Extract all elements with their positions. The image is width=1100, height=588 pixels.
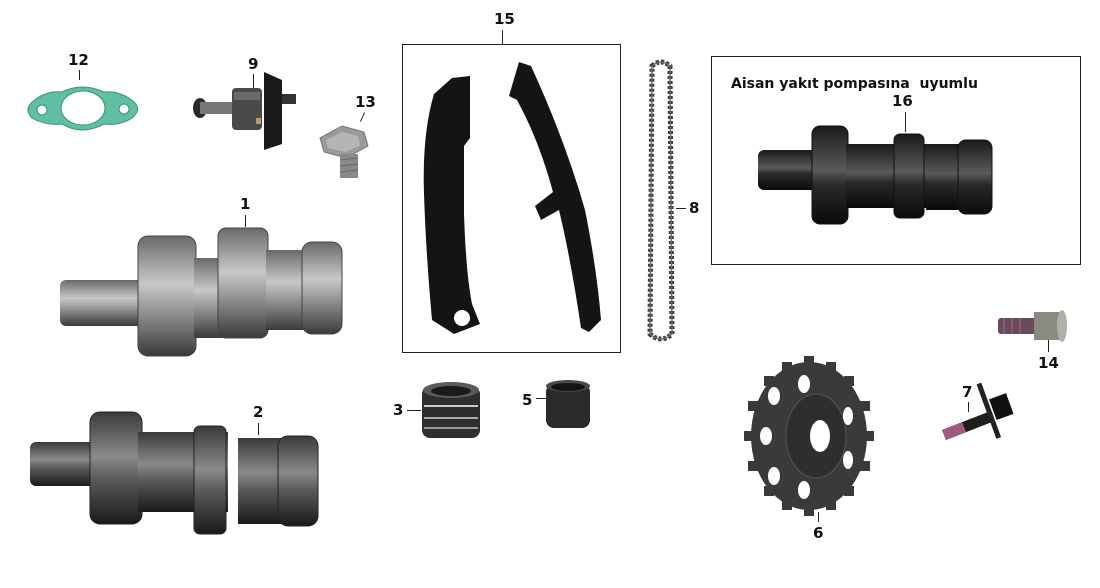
note-text-aisan-fuel-pump: Aisan yakıt pompasına uyumlu <box>731 76 978 92</box>
leader-line-9 <box>253 74 254 88</box>
callout-7: 7 <box>962 383 973 401</box>
leader-line-6 <box>818 512 819 522</box>
chain-tensioner-image[interactable] <box>190 66 320 156</box>
guide-set-frame <box>402 44 621 353</box>
chain-guide-left-image[interactable] <box>412 74 482 336</box>
callout-3: 3 <box>393 401 404 419</box>
sleeve-5-image[interactable] <box>544 378 592 432</box>
timing-chain-image[interactable] <box>644 59 678 344</box>
camshaft-2-image[interactable] <box>28 411 320 536</box>
callout-2: 2 <box>253 403 264 421</box>
shoulder-bolt-14-image[interactable] <box>996 306 1068 346</box>
callout-6: 6 <box>813 524 824 542</box>
gasket-image[interactable] <box>22 80 144 138</box>
bushing-3-image[interactable] <box>420 380 482 442</box>
camshaft-1-image[interactable] <box>58 227 348 362</box>
callout-13: 13 <box>355 93 376 111</box>
cam-sprocket-image[interactable] <box>744 356 874 516</box>
leader-line-3 <box>407 410 421 411</box>
callout-15: 15 <box>494 10 515 28</box>
leader-line-16 <box>905 112 906 132</box>
callout-8: 8 <box>689 199 700 217</box>
leader-line-7 <box>968 402 969 412</box>
flange-bolt-7-image[interactable] <box>938 380 1018 442</box>
callout-14: 14 <box>1038 354 1059 372</box>
leader-line-1 <box>245 215 246 227</box>
camshaft-16-image[interactable] <box>756 125 996 228</box>
leader-line-12 <box>79 70 80 80</box>
leader-line-2 <box>258 423 259 435</box>
leader-line-14 <box>1048 340 1049 352</box>
callout-16: 16 <box>892 92 913 110</box>
callout-1: 1 <box>240 195 251 213</box>
note-box-16 <box>711 56 1081 265</box>
callout-9: 9 <box>248 55 259 73</box>
flange-bolt-13-image[interactable] <box>312 120 376 182</box>
callout-12: 12 <box>68 51 89 69</box>
leader-line-5 <box>536 398 546 399</box>
leader-line-8 <box>676 208 686 209</box>
chain-guide-right-image[interactable] <box>505 60 615 335</box>
leader-line-15 <box>502 30 503 44</box>
callout-5: 5 <box>522 391 533 409</box>
